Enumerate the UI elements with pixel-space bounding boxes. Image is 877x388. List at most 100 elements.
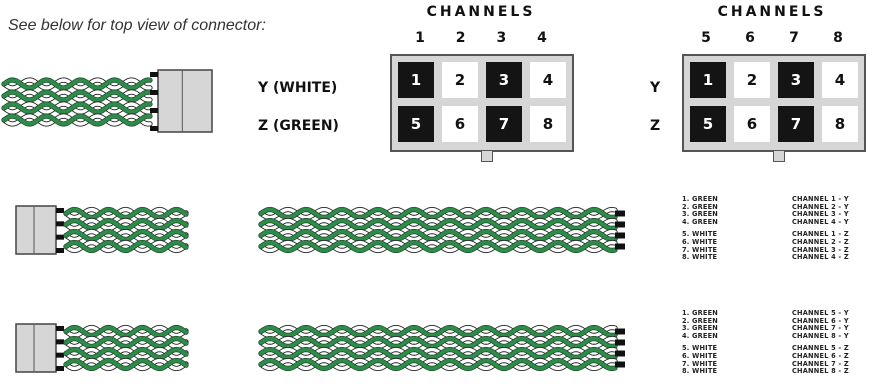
- wire-color-item: 2. GREEN: [682, 316, 719, 325]
- channel-numbers-1: 1 2 3 4: [396, 30, 566, 46]
- channel-number: 7: [789, 30, 799, 46]
- pin: 4: [822, 62, 858, 98]
- wire-terminal: [615, 221, 625, 228]
- white-wire: [2, 102, 152, 114]
- wire-color-item: 4. GREEN: [682, 331, 719, 340]
- pin: 2: [442, 62, 478, 98]
- green-wire: [64, 207, 188, 220]
- wire-color-item: 4. GREEN: [682, 217, 719, 226]
- wire-color-item: 8. WHITE: [682, 367, 718, 376]
- row-label-y-white: Y (WHITE): [258, 80, 338, 96]
- green-wire: [2, 90, 152, 102]
- wire-color-list-1: 1. GREEN 2. GREEN 3. GREEN 4. GREEN 5. W…: [682, 195, 772, 262]
- wire-terminal: [615, 361, 625, 368]
- wire-color-item: 1. GREEN: [682, 195, 719, 203]
- connector-housing-1: 1 2 3 4 5 6 7 8: [390, 54, 574, 152]
- pin: 5: [398, 106, 434, 142]
- channel-assignment-item: CHANNEL 2 - Z: [792, 237, 849, 246]
- connector-key-tab: [481, 150, 493, 162]
- wire-color-item: 2. GREEN: [682, 202, 719, 211]
- pin: 1: [690, 62, 726, 98]
- channel-assignment-item: CHANNEL 3 - Y: [792, 210, 849, 219]
- wire-color-item: 1. GREEN: [682, 309, 719, 317]
- row-label-y: Y: [650, 80, 661, 96]
- channel-assignment-item: CHANNEL 6 - Z: [792, 351, 849, 360]
- green-wire: [2, 114, 152, 126]
- connector-pin: [56, 339, 64, 345]
- channel-assignment-item: CHANNEL 7 - Z: [792, 359, 849, 368]
- wire-color-item: 3. GREEN: [682, 210, 719, 219]
- connector-pin: [150, 126, 158, 131]
- channel-assignment-item: CHANNEL 1 - Y: [792, 195, 849, 203]
- green-wire: [64, 218, 188, 231]
- cable-braid-2: [258, 325, 625, 371]
- green-wire: [64, 325, 188, 338]
- pin: 1: [398, 62, 434, 98]
- green-wire: [259, 358, 617, 371]
- green-wire: [259, 229, 617, 242]
- cable-with-connector-left-2: [15, 323, 189, 373]
- white-wire: [2, 90, 152, 102]
- pin: 6: [442, 106, 478, 142]
- green-wire: [259, 240, 617, 253]
- green-wire: [2, 102, 152, 114]
- channel-number: 2: [455, 30, 466, 46]
- green-wire: [259, 325, 617, 338]
- wire-color-item: 6. WHITE: [682, 351, 718, 360]
- connector-pin: [56, 366, 64, 371]
- white-wire: [259, 229, 617, 242]
- channel-assignment-item: CHANNEL 4 - Y: [792, 217, 849, 226]
- white-wire: [259, 347, 617, 360]
- connector-pin: [56, 326, 64, 331]
- connector-pin: [150, 90, 158, 95]
- connector-key-tab: [773, 150, 785, 162]
- connector-body: [15, 323, 57, 373]
- pin: 3: [778, 62, 814, 98]
- white-wire: [259, 336, 617, 349]
- connector-body: [157, 69, 213, 133]
- green-wire: [259, 207, 617, 220]
- wire-terminal: [615, 243, 625, 250]
- channels-header-1: CHANNELS: [426, 4, 536, 20]
- green-wire: [64, 358, 188, 371]
- channel-assignment-item: CHANNEL 5 - Y: [792, 309, 849, 317]
- connector-pin: [56, 248, 64, 253]
- green-wire: [64, 229, 188, 242]
- wire-color-item: 8. WHITE: [682, 253, 718, 262]
- channel-assignment-item: CHANNEL 1 - Z: [792, 230, 849, 239]
- wire-color-item: 7. WHITE: [682, 359, 718, 368]
- connector-body: [15, 205, 57, 255]
- channel-number: 8: [833, 30, 843, 46]
- white-wire: [259, 240, 617, 253]
- channel-assignment-list-1: CHANNEL 1 - Y CHANNEL 2 - Y CHANNEL 3 - …: [792, 195, 874, 262]
- white-wire: [259, 218, 617, 231]
- connector-pin: [150, 72, 158, 77]
- white-wire: [259, 358, 617, 371]
- pin: 8: [822, 106, 858, 142]
- cable-with-connector-right: [1, 69, 213, 133]
- wire-terminal: [615, 232, 625, 239]
- pin: 8: [530, 106, 566, 142]
- connector-pin: [56, 234, 64, 240]
- wire-color-item: 5. WHITE: [682, 230, 718, 239]
- green-wire: [259, 336, 617, 349]
- green-wire: [64, 347, 188, 360]
- channel-assignment-item: CHANNEL 7 - Y: [792, 324, 849, 333]
- channel-assignment-item: CHANNEL 8 - Y: [792, 331, 849, 340]
- channels-header-2: CHANNELS: [717, 4, 827, 20]
- channel-numbers-2: 5 6 7 8: [682, 30, 862, 46]
- wire-color-item: 5. WHITE: [682, 344, 718, 353]
- channel-number: 3: [496, 30, 507, 46]
- channel-number: 4: [537, 30, 547, 46]
- green-wire: [64, 240, 188, 253]
- channel-assignment-item: CHANNEL 6 - Y: [792, 316, 849, 325]
- green-wire: [259, 347, 617, 360]
- green-wire: [259, 218, 617, 231]
- channel-assignment-item: CHANNEL 3 - Z: [792, 245, 849, 254]
- wire-color-item: 7. WHITE: [682, 245, 718, 254]
- channel-number: 5: [701, 30, 711, 46]
- pin: 4: [530, 62, 566, 98]
- pin: 3: [486, 62, 522, 98]
- pin: 7: [778, 106, 814, 142]
- white-wire: [259, 325, 617, 338]
